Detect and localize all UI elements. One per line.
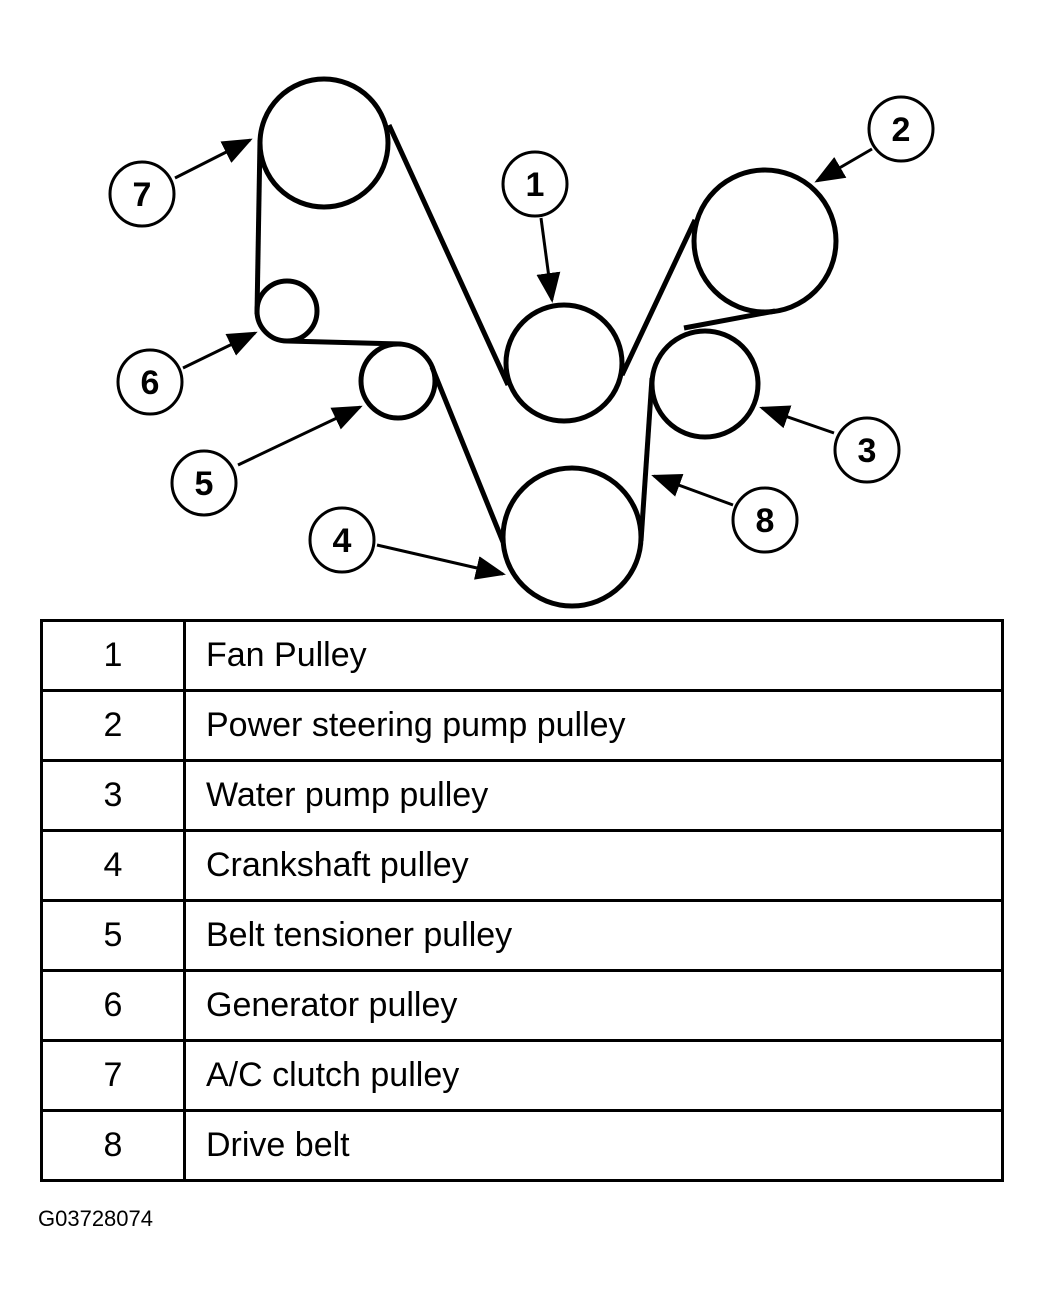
callout-bubble — [170, 449, 238, 517]
pulley-ac-clutch — [257, 76, 391, 210]
callout-4-label: 4 — [333, 522, 352, 560]
leader-arrow — [182, 331, 258, 370]
pulley-fan — [503, 302, 625, 424]
legend-label: Crankshaft pulley — [183, 829, 1004, 902]
pulley-water-pump — [649, 328, 761, 440]
belt-run — [429, 366, 506, 543]
callout-bubble — [731, 486, 799, 554]
belt-run — [619, 218, 698, 377]
legend-label: Water pump pulley — [183, 759, 1004, 832]
legend-number: 8 — [40, 1109, 186, 1182]
legend-row: 1 Fan Pulley — [40, 619, 1004, 692]
legend-number: 3 — [40, 759, 186, 832]
leader-arrow — [174, 138, 253, 180]
legend-label: A/C clutch pulley — [183, 1039, 1004, 1112]
callout-1-label: 1 — [526, 166, 545, 204]
legend-label: Fan Pulley — [183, 619, 1004, 692]
callout-7-label: 7 — [133, 176, 152, 214]
legend-number: 1 — [40, 619, 186, 692]
legend-number: 7 — [40, 1039, 186, 1112]
callout-6-label: 6 — [141, 364, 160, 402]
callout-3-label: 3 — [858, 432, 877, 470]
callout-bubble — [833, 416, 901, 484]
belt-run — [386, 123, 511, 387]
pulley-generator — [254, 278, 320, 344]
drive-belt — [254, 123, 776, 543]
legend-label: Generator pulley — [183, 969, 1004, 1042]
leader-arrow — [651, 474, 734, 507]
callout-bubble — [308, 506, 376, 574]
legend-number: 2 — [40, 689, 186, 762]
legend-label: Belt tensioner pulley — [183, 899, 1004, 972]
pulley-belt-tensioner — [358, 341, 438, 421]
belt-run — [286, 338, 402, 347]
legend-row: 8 Drive belt — [40, 1109, 1004, 1182]
leader-arrow — [376, 543, 506, 580]
legend-label: Drive belt — [183, 1109, 1004, 1182]
legend-table: 1 Fan Pulley 2 Power steering pump pulle… — [40, 619, 1004, 1182]
legend-row: 3 Water pump pulley — [40, 759, 1004, 832]
pulley-power-steering-pump — [691, 167, 839, 315]
legend-row: 6 Generator pulley — [40, 969, 1004, 1042]
belt-run — [683, 308, 776, 331]
callout-5-label: 5 — [195, 465, 214, 503]
legend-row: 5 Belt tensioner pulley — [40, 899, 1004, 972]
pulley-crankshaft — [500, 465, 644, 609]
legend-label: Power steering pump pulley — [183, 689, 1004, 762]
callout-bubble — [108, 160, 176, 228]
legend-row: 4 Crankshaft pulley — [40, 829, 1004, 902]
leader-arrow — [237, 405, 363, 467]
figure-id: G03728074 — [38, 1206, 153, 1231]
legend-number: 5 — [40, 899, 186, 972]
belt-run — [254, 139, 263, 315]
legend-number: 4 — [40, 829, 186, 902]
leader-arrow — [759, 405, 835, 435]
callout-2-label: 2 — [892, 111, 911, 149]
callout-bubble — [501, 150, 569, 218]
legend-row: 2 Power steering pump pulley — [40, 689, 1004, 762]
belt-run — [638, 377, 655, 542]
legend-number: 6 — [40, 969, 186, 1042]
callout-bubble — [116, 348, 184, 416]
callout-bubble — [867, 95, 935, 163]
leader-arrow — [814, 147, 873, 183]
callout-8-label: 8 — [756, 502, 775, 540]
belt-routing-diagram: 1 2 3 4 5 6 7 8 — [108, 76, 935, 609]
legend-row: 7 A/C clutch pulley — [40, 1039, 1004, 1112]
leader-arrow — [536, 217, 561, 303]
